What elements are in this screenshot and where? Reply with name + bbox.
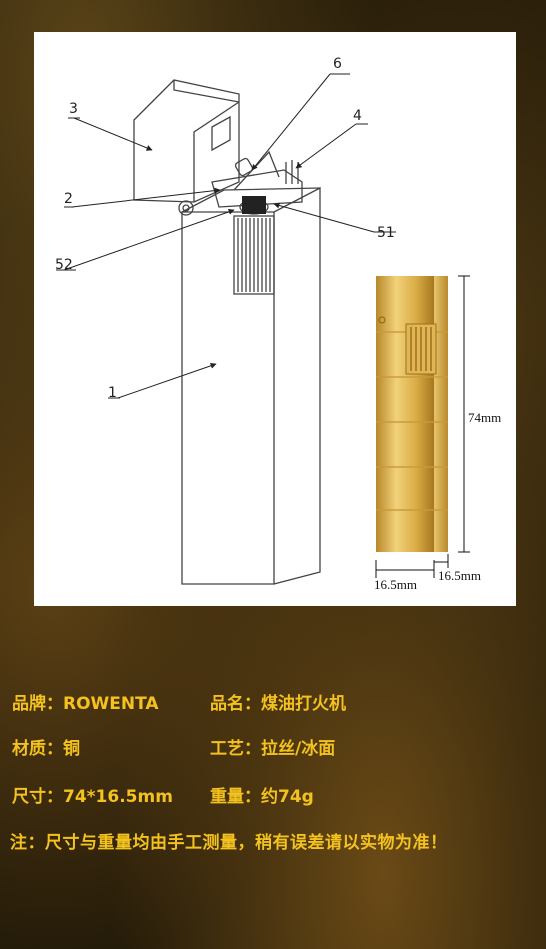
spec-brand-value: ROWENTA: [63, 694, 159, 714]
spec-brand-label: 品牌：: [12, 694, 63, 714]
spec-craft-value: 拉丝/冰面: [261, 739, 336, 759]
callout-52: 52: [55, 257, 73, 273]
dimension-side-width-label: 16.5mm: [438, 568, 481, 583]
callout-underlines: [56, 73, 396, 399]
product-diagram-panel: 6 4 3 2 51 52 1 74mm 16.5mm 16.5mm: [34, 32, 516, 606]
spec-material: 材质：铜: [12, 741, 80, 758]
spec-weight: 重量：约74g: [210, 789, 314, 806]
spec-note: 注：尺寸与重量均由手工测量，稍有误差请以实物为准！: [10, 833, 448, 853]
callout-3: 3: [69, 101, 78, 117]
spec-size: 尺寸：74*16.5mm: [12, 789, 173, 806]
spec-craft-label: 工艺：: [210, 739, 261, 759]
dimension-front-width-label: 16.5mm: [374, 577, 417, 592]
spec-name: 品名：煤油打火机: [210, 696, 346, 713]
spec-size-label: 尺寸：: [12, 787, 63, 807]
gold-lighter-photo: [376, 276, 448, 552]
flint-wheel: [242, 196, 266, 214]
spec-name-label: 品名：: [210, 694, 261, 714]
callout-6: 6: [333, 56, 342, 72]
dimension-height-label: 74mm: [468, 410, 502, 425]
callout-1: 1: [108, 385, 117, 401]
spec-name-value: 煤油打火机: [261, 694, 346, 714]
spec-weight-label: 重量：: [210, 787, 261, 807]
lighter-line-drawing: [56, 73, 470, 585]
callout-2: 2: [64, 191, 73, 207]
spec-material-label: 材质：: [12, 739, 63, 759]
spec-craft: 工艺：拉丝/冰面: [210, 741, 335, 758]
spec-brand: 品牌：ROWENTA: [12, 696, 159, 713]
spec-weight-value: 约74g: [261, 787, 314, 807]
callout-4: 4: [353, 108, 362, 124]
spec-size-value: 74*16.5mm: [63, 787, 173, 807]
dimension-lines: [375, 275, 470, 578]
spec-material-value: 铜: [63, 739, 80, 759]
callout-leaders: [63, 73, 375, 399]
callout-51: 51: [377, 225, 395, 241]
